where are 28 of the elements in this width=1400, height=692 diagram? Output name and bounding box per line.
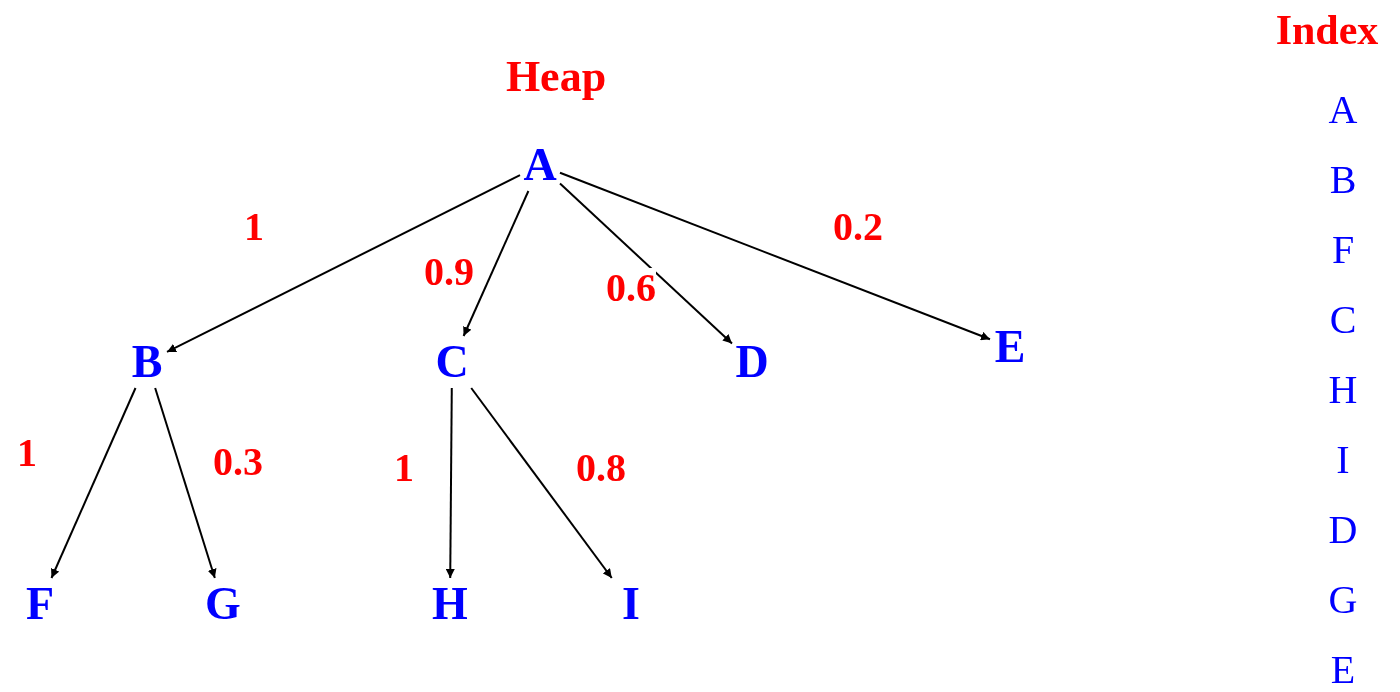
arrow (559, 171, 991, 341)
node-label: I (609, 582, 653, 626)
arrow (559, 182, 733, 345)
index-entry: G (1328, 580, 1358, 620)
index-entry: E (1330, 650, 1356, 690)
index-entry: C (1329, 300, 1357, 340)
index-entry: D (1328, 510, 1358, 550)
arrow (50, 387, 137, 579)
index-entry: A (1328, 90, 1358, 130)
node-label: G (201, 582, 245, 626)
arrow (166, 174, 521, 353)
arrow (154, 387, 217, 579)
index-heading: Index (1275, 9, 1379, 51)
index-entry: B (1329, 160, 1357, 200)
heading: Heap (505, 50, 607, 102)
node-label: B (125, 340, 169, 384)
node-label: C (430, 340, 474, 384)
node-label: E (988, 325, 1032, 369)
index-entry: I (1336, 440, 1350, 480)
arrow (470, 387, 613, 579)
node-label: F (18, 582, 62, 626)
node-label: A (518, 143, 562, 187)
node-label: D (730, 340, 774, 384)
index-entry: F (1331, 230, 1355, 270)
arrow (445, 387, 455, 579)
node-label: H (428, 582, 472, 626)
arrow (462, 190, 530, 337)
index-entry: H (1328, 370, 1358, 410)
